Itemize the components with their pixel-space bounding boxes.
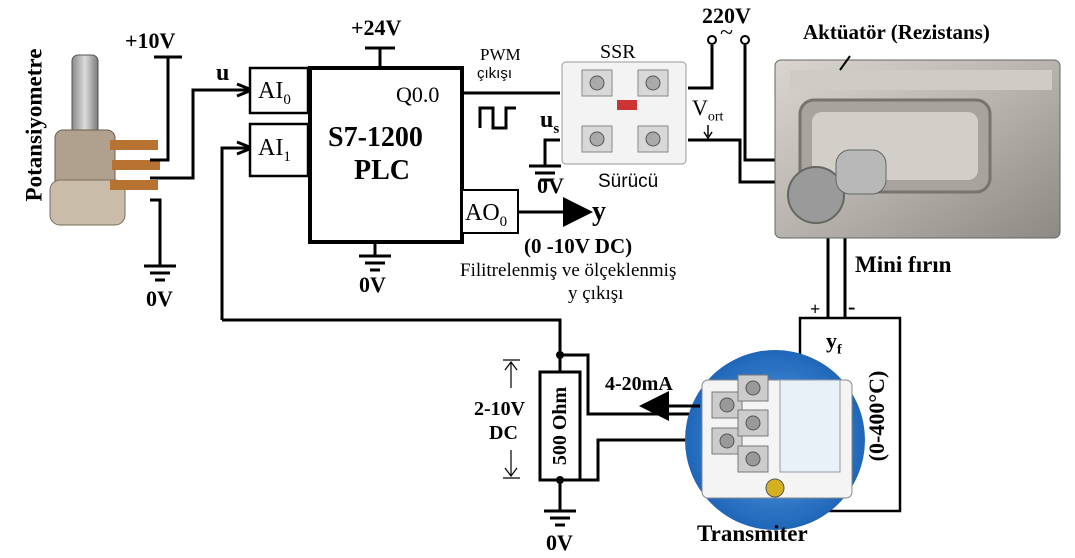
zero-v-resistor-label: 0V xyxy=(546,530,573,555)
plc-model-label: S7-1200 xyxy=(328,122,423,153)
wires xyxy=(150,45,847,510)
plc-label: PLC xyxy=(354,155,410,186)
minus-terminal-label: - xyxy=(848,294,856,319)
plus10v-label: +10V xyxy=(125,28,176,53)
zero-v-plc-label: 0V xyxy=(359,272,386,297)
current-range-label: 4-20mA xyxy=(605,373,673,395)
plc-box xyxy=(308,66,464,244)
temperature-range-label: (0-400°C) xyxy=(864,370,889,462)
actuator-label: Aktüatör (Rezistans) xyxy=(803,20,990,44)
u-label: u xyxy=(216,60,230,86)
resistor-500-ohm xyxy=(538,370,582,482)
output-range-label: (0 -10V DC) xyxy=(524,234,633,258)
us-label: us xyxy=(540,107,560,137)
ao0-label: AO0 xyxy=(465,200,508,230)
potentiometer-label: Potansiyometre xyxy=(21,48,47,202)
yf-label: yf xyxy=(826,328,842,358)
mini-oven-image xyxy=(774,59,1061,239)
ai1-label: AI1 xyxy=(258,135,291,165)
voltage-range-label: 2-10V xyxy=(474,398,526,420)
filtered-output-label-1: Filitrelenmiş ve ölçeklenmiş xyxy=(460,260,677,281)
y-output-label: y xyxy=(592,196,606,227)
plus-terminal-label: + xyxy=(810,299,821,319)
voltage-dc-label: DC xyxy=(489,422,518,444)
filtered-output-label-2: y çıkışı xyxy=(568,283,624,304)
pwm-output-label: çıkışı xyxy=(477,65,513,82)
ai0-label: AI0 xyxy=(258,78,291,108)
driver-label: Sürücü xyxy=(598,171,659,192)
220v-label: 220V xyxy=(702,3,751,28)
transmitter-label: Transmiter xyxy=(697,521,808,546)
voltage-range-arrows xyxy=(503,359,520,479)
resistor-label: 500 Ohm xyxy=(549,386,571,466)
zero-v-pot-label: 0V xyxy=(146,286,173,311)
potentiometer-image xyxy=(49,54,160,226)
ao0-box xyxy=(461,189,519,234)
ground-symbols xyxy=(144,164,576,527)
plus24v-label: +24V xyxy=(351,15,402,40)
ssr-image xyxy=(561,61,687,165)
ai1-box xyxy=(248,122,310,178)
vort-label: Vort xyxy=(692,95,724,125)
q00-label: Q0.0 xyxy=(396,82,440,107)
pwm-waveform-icon xyxy=(478,106,516,130)
ssr-label: SSR xyxy=(600,41,636,63)
mini-oven-label: Mini fırın xyxy=(855,252,952,277)
ac-symbol: ~ xyxy=(720,20,733,46)
zero-v-ssr-label: 0V xyxy=(537,173,564,198)
transmitter-image xyxy=(685,350,865,530)
pwm-label: PWM xyxy=(480,45,521,64)
